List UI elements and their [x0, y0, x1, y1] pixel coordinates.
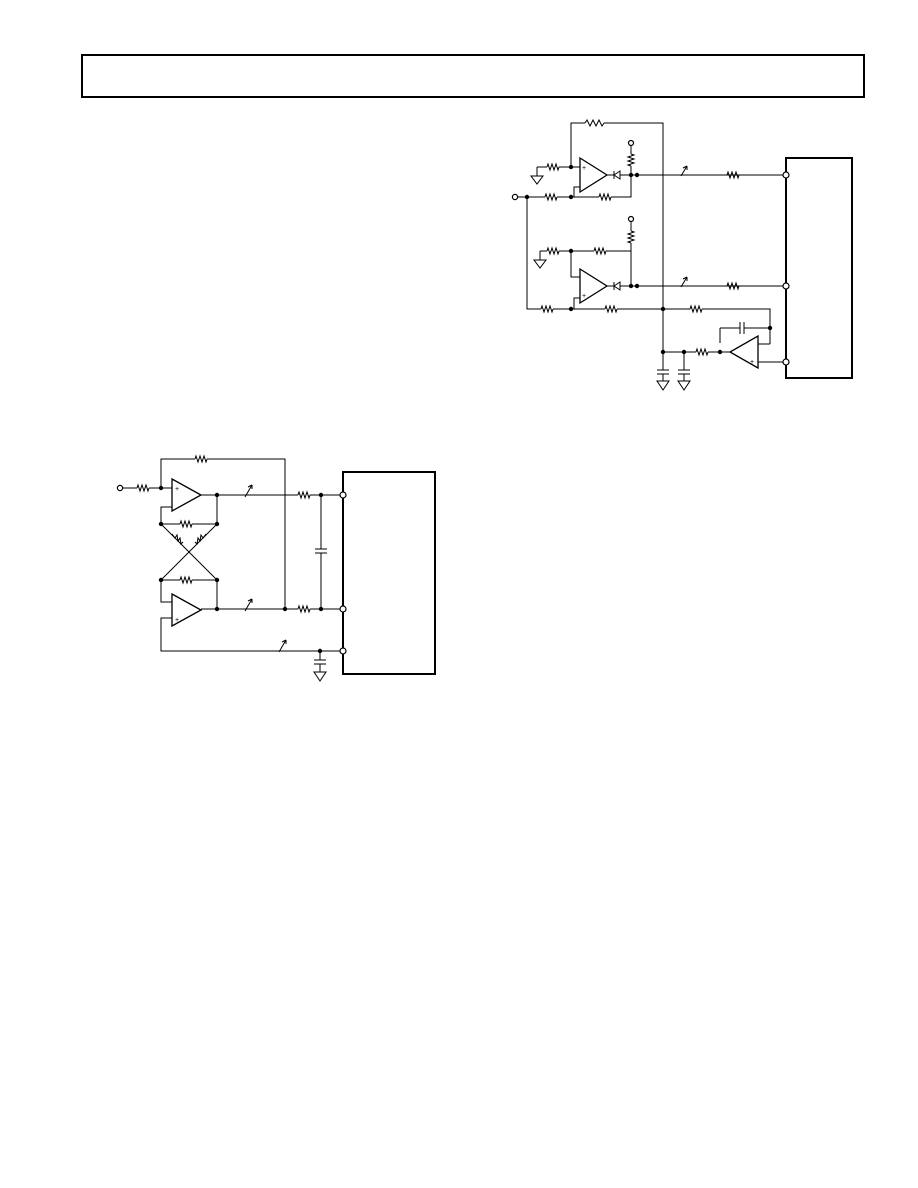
integrator: + [540, 304, 790, 391]
svg-text:+: + [582, 293, 586, 300]
opamp-a [171, 477, 203, 513]
svg-text:+: + [750, 359, 754, 366]
svg-text:+: + [582, 165, 586, 172]
opamp-2: + [533, 215, 790, 309]
opamp-1: + [530, 139, 790, 202]
device-block-upper [785, 157, 853, 379]
feedback-loop-top [570, 118, 664, 353]
header-box [81, 54, 865, 98]
device-block-lower [342, 471, 436, 675]
svg-text:+: + [175, 486, 179, 493]
opamp-b [171, 592, 203, 628]
svg-text:+: + [175, 617, 179, 624]
input-node [511, 192, 574, 310]
